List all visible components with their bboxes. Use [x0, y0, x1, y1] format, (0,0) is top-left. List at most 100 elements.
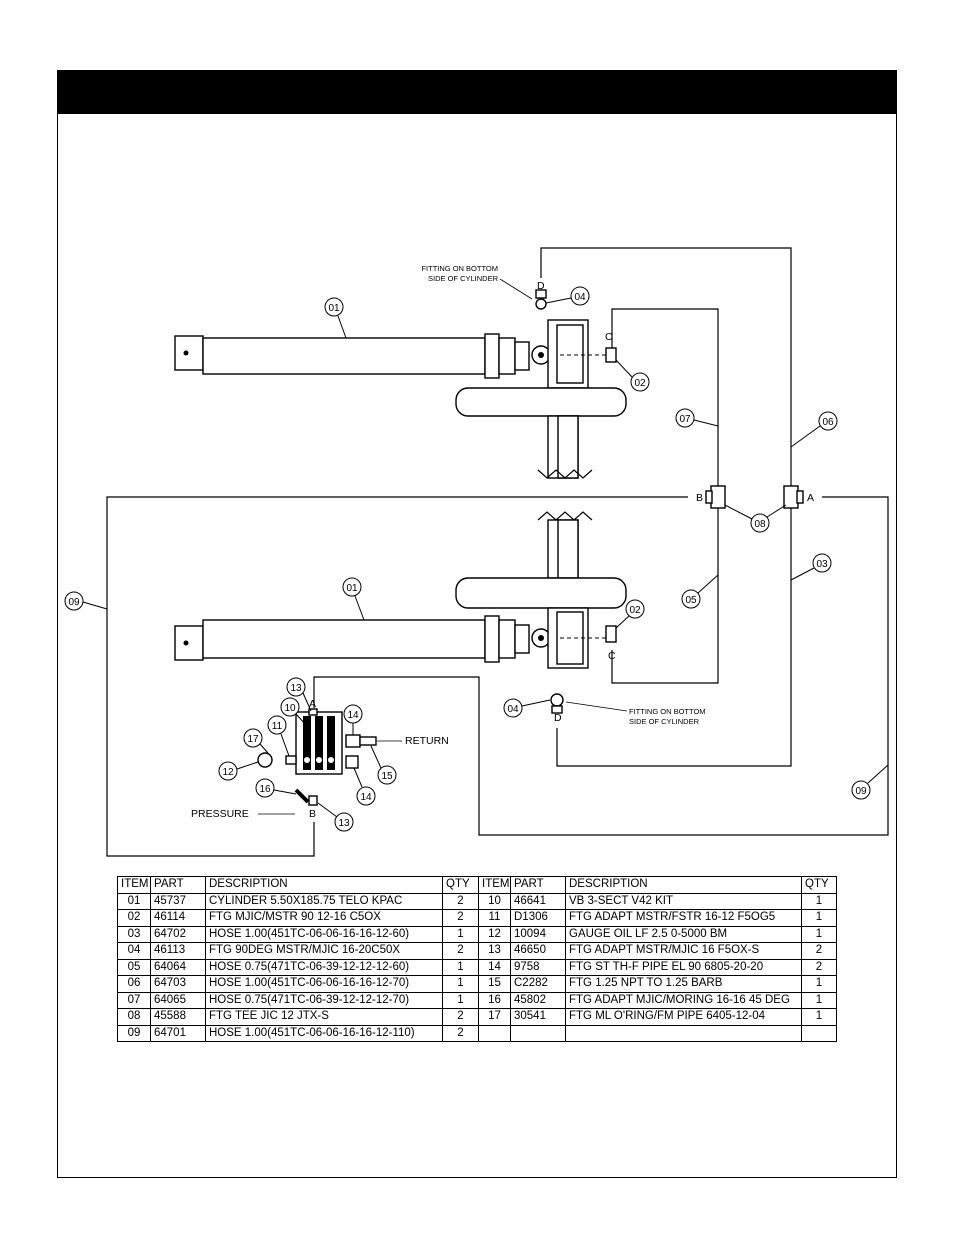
fitting-note-top-line2: SIDE OF CYLINDER	[428, 274, 499, 283]
table-cell: D1306	[510, 909, 566, 927]
table-cell: 2	[801, 942, 837, 960]
callout-17: 17	[247, 734, 259, 745]
table-cell: 09	[117, 1024, 151, 1042]
callout-09: 09	[68, 597, 80, 608]
callout-15: 15	[381, 771, 393, 782]
table-cell: 1	[801, 1008, 837, 1026]
callout-13: 13	[290, 683, 302, 694]
table-cell: 2	[442, 1024, 479, 1042]
cylinder-barrel	[202, 619, 486, 659]
port-d-top: D	[537, 280, 545, 292]
table-cell: 46641	[510, 892, 566, 910]
table-cell	[801, 1024, 837, 1042]
table-cell: CYLINDER 5.50X185.75 TELO KPAC	[205, 892, 443, 910]
table-cell: HOSE 1.00(451TC-06-06-16-16-12-70)	[205, 975, 443, 993]
callouts	[64, 286, 889, 832]
table-cell	[510, 1024, 566, 1042]
hose-routing	[106, 247, 889, 857]
callout-text: 01 04 02 07 06 08 03 09 01 05 02 04 09 1…	[68, 292, 867, 829]
table-cell: 12	[478, 925, 511, 943]
col-qty: QTY	[801, 876, 837, 894]
table-cell: 45802	[510, 991, 566, 1009]
table-cell: GAUGE OIL LF 2.5 0-5000 BM	[565, 925, 802, 943]
table-cell: 03	[117, 925, 151, 943]
rod-clevis	[174, 335, 204, 371]
callout-02: 02	[634, 378, 646, 389]
table-header-row: ITEM PART DESCRIPTION QTY ITEM PART DESC…	[117, 876, 837, 894]
table-cell: 2	[442, 892, 479, 910]
callout-04: 04	[507, 704, 519, 715]
table-cell: 46650	[510, 942, 566, 960]
table-cell: FTG 1.25 NPT TO 1.25 BARB	[565, 975, 802, 993]
col-description: DESCRIPTION	[205, 876, 443, 894]
port-b-valve: B	[309, 808, 316, 820]
callout-13: 13	[338, 818, 350, 829]
table-cell: 64701	[150, 1024, 206, 1042]
callout-03: 03	[816, 559, 828, 570]
table-cell: 30541	[510, 1008, 566, 1026]
callout-01: 01	[328, 303, 340, 314]
table-cell: 1	[442, 991, 479, 1009]
col-description: DESCRIPTION	[565, 876, 802, 894]
callout-08: 08	[754, 519, 766, 530]
fitting-notes: FITTING ON BOTTOM SIDE OF CYLINDER FITTI…	[421, 264, 705, 726]
table-cell: 16	[478, 991, 511, 1009]
table-cell: 02	[117, 909, 151, 927]
hose-06	[540, 247, 792, 488]
table-cell: 1	[801, 892, 837, 910]
hose-03	[556, 508, 792, 767]
table-cell: 64702	[150, 925, 206, 943]
table-cell: 9758	[510, 958, 566, 976]
table-cell: 04	[117, 942, 151, 960]
table-cell: 1	[442, 958, 479, 976]
table-cell: 2	[442, 1008, 479, 1026]
table-cell: HOSE 0.75(471TC-06-39-12-12-12-70)	[205, 991, 443, 1009]
port-b: B	[696, 492, 703, 504]
table-cell: 2	[442, 942, 479, 960]
col-item: ITEM	[117, 876, 151, 894]
hose-09-left	[106, 496, 688, 857]
col-item: ITEM	[478, 876, 511, 894]
callout-07: 07	[679, 414, 691, 425]
table-cell: FTG TEE JIC 12 JTX-S	[205, 1008, 443, 1026]
callout-02: 02	[629, 605, 641, 616]
table-cell: 14	[478, 958, 511, 976]
hose-07	[611, 308, 719, 488]
table-cell: 17	[478, 1008, 511, 1026]
fitting-note-bottom-line2: SIDE OF CYLINDER	[629, 717, 700, 726]
table-cell: 2	[801, 958, 837, 976]
callout-06: 06	[822, 417, 834, 428]
col-part: PART	[150, 876, 206, 894]
table-cell: HOSE 0.75(471TC-06-39-12-12-12-60)	[205, 958, 443, 976]
return-label: RETURN	[405, 735, 449, 747]
table-cell: 1	[801, 925, 837, 943]
table-cell: 1	[442, 975, 479, 993]
callout-14: 14	[347, 710, 359, 721]
header-bar	[57, 70, 897, 114]
table-cell: 10094	[510, 925, 566, 943]
callout-11: 11	[272, 721, 283, 732]
table-cell: 08	[117, 1008, 151, 1026]
table-cell: 46114	[150, 909, 206, 927]
lower-wheel	[455, 577, 627, 609]
rod-clevis	[174, 625, 204, 661]
table-cell: 64064	[150, 958, 206, 976]
table-cell: 1	[801, 909, 837, 927]
table-cell	[478, 1024, 511, 1042]
table-cell: 1	[442, 925, 479, 943]
hose-09-right	[313, 496, 889, 836]
table-cell: HOSE 1.00(451TC-06-06-16-16-12-60)	[205, 925, 443, 943]
table-cell: 11	[478, 909, 511, 927]
callout-14: 14	[360, 792, 372, 803]
table-cell: 1	[801, 975, 837, 993]
callout-12: 12	[222, 767, 234, 778]
table-cell: FTG MJIC/MSTR 90 12-16 C5OX	[205, 909, 443, 927]
table-cell: 05	[117, 958, 151, 976]
lower-cylinder-assembly	[174, 511, 627, 714]
port-c-top: C	[605, 331, 613, 343]
